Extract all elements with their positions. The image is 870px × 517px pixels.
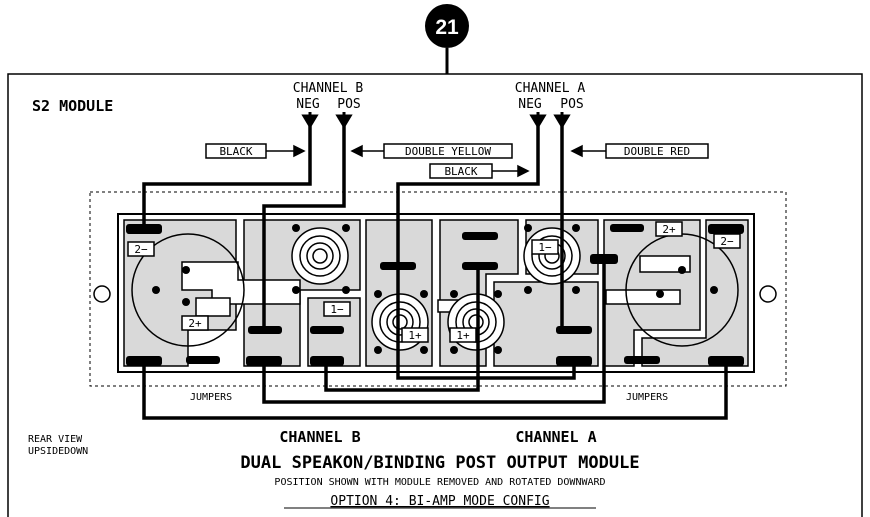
jumpers-label-right: JUMPERS bbox=[626, 392, 668, 403]
bottom-channel-a: CHANNEL A bbox=[515, 428, 596, 446]
channel-a-header: CHANNEL A bbox=[515, 81, 586, 96]
channel-b-header: CHANNEL B bbox=[293, 81, 364, 96]
board-traces bbox=[181, 255, 691, 317]
channel-a-pos-label: POS bbox=[560, 97, 583, 112]
wires bbox=[142, 126, 728, 420]
wire-tag-black-b: BLACK bbox=[219, 145, 252, 158]
terminal-mid-1pos-left: 1+ bbox=[408, 329, 422, 342]
callout-badge bbox=[425, 4, 469, 48]
outer-frame bbox=[7, 73, 863, 517]
wire-tag-black-a-arrow bbox=[492, 164, 530, 178]
module-subtitle: POSITION SHOWN WITH MODULE REMOVED AND R… bbox=[274, 477, 605, 488]
rear-view-line2: UPSIDEDOWN bbox=[28, 446, 88, 457]
terminal-left-2neg: 2− bbox=[134, 243, 148, 256]
wire-tag-black-a: BLACK bbox=[444, 165, 477, 178]
rear-view-line1: REAR VIEW bbox=[28, 434, 83, 445]
terminal-right-2neg: 2− bbox=[720, 235, 734, 248]
input-arrows bbox=[301, 112, 571, 129]
wire-tag-double-red-arrow bbox=[570, 144, 606, 158]
wire-tag-black-b-arrow bbox=[266, 144, 306, 158]
channel-a-neg-label: NEG bbox=[518, 97, 542, 112]
terminal-mid-1pos-right: 1+ bbox=[456, 329, 470, 342]
module-outline bbox=[89, 191, 787, 387]
terminal-labels: 2− 2+ 1− 1+ 1+ 1− 2+ 2− bbox=[127, 221, 741, 343]
jumpers-label-left: JUMPERS bbox=[190, 392, 232, 403]
module-title: DUAL SPEAKON/BINDING POST OUTPUT MODULE bbox=[240, 453, 639, 473]
mount-hole-left bbox=[93, 285, 111, 303]
wire-tag-double-yellow-arrow bbox=[350, 144, 384, 158]
option-caption: OPTION 4: BI-AMP MODE CONFIG bbox=[330, 494, 549, 509]
terminal-left-2pos: 2+ bbox=[188, 317, 202, 330]
wire-tag-double-yellow: DOUBLE YELLOW bbox=[405, 145, 491, 158]
channel-b-neg-label: NEG bbox=[296, 97, 320, 112]
terminal-tabs bbox=[126, 224, 744, 366]
terminal-mid-1neg-left: 1− bbox=[330, 303, 344, 316]
module-label: S2 MODULE bbox=[32, 97, 113, 115]
terminal-mid-1neg-right: 1− bbox=[538, 241, 552, 254]
terminal-right-2pos: 2+ bbox=[662, 223, 676, 236]
callout-number: 21 bbox=[435, 16, 459, 39]
wire-tag-double-red: DOUBLE RED bbox=[624, 145, 690, 158]
bottom-channel-b: CHANNEL B bbox=[279, 428, 360, 446]
screw-dots bbox=[152, 224, 718, 354]
mount-hole-right bbox=[759, 285, 777, 303]
channel-b-pos-label: POS bbox=[337, 97, 360, 112]
